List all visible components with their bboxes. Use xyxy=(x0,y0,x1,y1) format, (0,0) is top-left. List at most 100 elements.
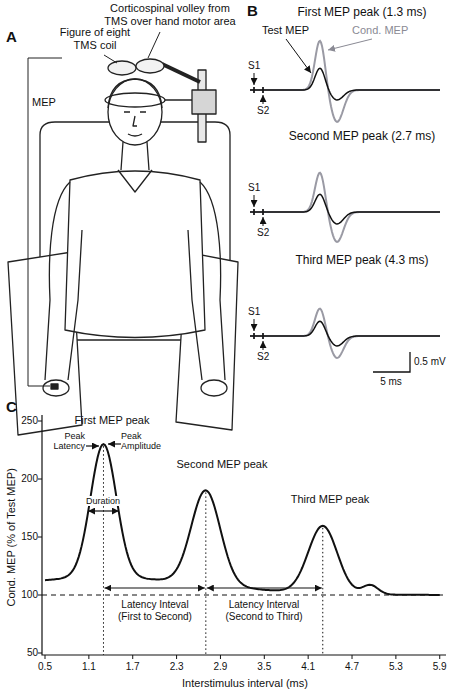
tick-label: 150 xyxy=(21,531,38,543)
callout-label: Figure of eight TMS coil xyxy=(53,26,137,51)
face xyxy=(124,112,146,136)
stimulus-label: S2 xyxy=(257,105,269,117)
coil-clamp xyxy=(192,90,216,114)
peak-label: First MEP peak xyxy=(75,414,150,427)
tick-label: 4.7 xyxy=(345,661,359,673)
scale-label: 0.5 mV xyxy=(414,356,446,368)
peak-marker xyxy=(322,528,323,655)
measure-label: Duration xyxy=(85,496,121,506)
test-mep-trace xyxy=(250,321,440,346)
stimulus-arrow xyxy=(254,73,255,85)
head-band xyxy=(105,93,165,107)
stimulus-label: S1 xyxy=(248,60,260,72)
subject-illustration xyxy=(8,59,238,435)
trace-label: Test MEP xyxy=(262,24,309,37)
stimulus-arrow xyxy=(254,319,255,331)
axis-tick xyxy=(38,537,42,538)
tick-label: 100 xyxy=(21,589,38,601)
scale-label: 5 ms xyxy=(380,376,402,388)
mep-wire xyxy=(28,58,62,386)
measure-arrow xyxy=(104,587,204,588)
axis-tick xyxy=(264,655,265,659)
tick-label: 200 xyxy=(21,473,38,485)
cond-mep-trace xyxy=(250,173,440,242)
chair-back xyxy=(40,122,230,340)
axis-tick xyxy=(439,655,440,659)
stimulus-arrow xyxy=(263,341,264,350)
head xyxy=(108,79,162,145)
panel-letter: C xyxy=(6,398,17,415)
axis-tick xyxy=(38,595,42,596)
stimulus-arrow xyxy=(263,217,264,226)
measure-arrow xyxy=(86,445,99,446)
axis-tick xyxy=(308,655,309,659)
tick-label: 5.3 xyxy=(389,661,403,673)
baseline-100 xyxy=(42,595,446,596)
axis-tick xyxy=(395,655,396,659)
axis-title: Interstimulus interval (ms) xyxy=(182,677,308,690)
stimulus-label: S2 xyxy=(257,351,269,363)
test-mep-trace xyxy=(250,194,440,224)
neck xyxy=(121,142,149,170)
axis-tick xyxy=(45,655,46,659)
tick-label: 4.1 xyxy=(301,661,315,673)
axis-title: Cond. MEP (% of Test MEP) xyxy=(5,468,18,606)
electrode xyxy=(51,384,58,389)
scale-bar xyxy=(373,352,410,372)
peak-marker xyxy=(205,492,206,655)
signal-label: MEP xyxy=(32,96,56,109)
cond-mep-trace xyxy=(250,309,440,358)
axis-tick xyxy=(88,655,89,659)
stimulus-arrow xyxy=(263,95,264,104)
axis-tick xyxy=(220,655,221,659)
shirt xyxy=(65,171,205,338)
tick-label: 5.9 xyxy=(433,661,447,673)
arm xyxy=(45,182,82,380)
panel-letter: A xyxy=(6,28,17,45)
trace-title: Third MEP peak (4.3 ms) xyxy=(295,254,428,268)
measure-label: Peak Latency xyxy=(47,431,85,452)
stimulus-label: S2 xyxy=(257,227,269,239)
stimulus-label: S1 xyxy=(248,182,260,194)
test-mep-trace xyxy=(250,68,440,100)
interval-label: Latency Inteval (First to Second) xyxy=(109,599,201,622)
interval-label: Latency Interval (Second to Third) xyxy=(218,599,310,622)
tick-label: 50 xyxy=(27,647,38,659)
trace-title: First MEP peak (1.3 ms) xyxy=(297,6,426,20)
measure-arrow xyxy=(207,587,322,588)
axis-tick xyxy=(132,655,133,659)
hand xyxy=(43,380,69,396)
chart-axes xyxy=(42,415,446,655)
tick-label: 0.5 xyxy=(38,661,52,673)
axis-tick xyxy=(352,655,353,659)
tms-coil xyxy=(136,59,164,73)
axis-tick xyxy=(38,421,42,422)
leader-line xyxy=(148,32,160,58)
stimulus-label: S1 xyxy=(248,306,260,318)
stimulus-arrow xyxy=(254,195,255,207)
tick-label: 2.9 xyxy=(213,661,227,673)
facilitation-curve xyxy=(45,444,440,595)
axis-tick xyxy=(176,655,177,659)
peak-marker xyxy=(103,446,104,655)
peak-label: Third MEP peak xyxy=(291,493,370,506)
tick-label: 2.3 xyxy=(170,661,184,673)
trace-label: Cond. MEP xyxy=(352,24,408,37)
coil-handle xyxy=(162,64,200,82)
tick-label: 1.1 xyxy=(82,661,96,673)
panel-letter: B xyxy=(247,2,258,19)
arm xyxy=(188,182,225,380)
tick-label: 250 xyxy=(21,415,38,427)
measure-arrow xyxy=(88,510,119,511)
trace-title: Second MEP peak (2.7 ms) xyxy=(289,130,436,144)
tick-label: 3.5 xyxy=(257,661,271,673)
axis-tick xyxy=(38,653,42,654)
tms-coil xyxy=(108,61,136,75)
pointer-arrow xyxy=(328,39,372,50)
axis-tick xyxy=(38,479,42,480)
peak-label: Second MEP peak xyxy=(177,458,268,471)
leader-line xyxy=(104,55,117,63)
hand xyxy=(201,380,227,396)
pointer-arrow xyxy=(286,39,311,73)
